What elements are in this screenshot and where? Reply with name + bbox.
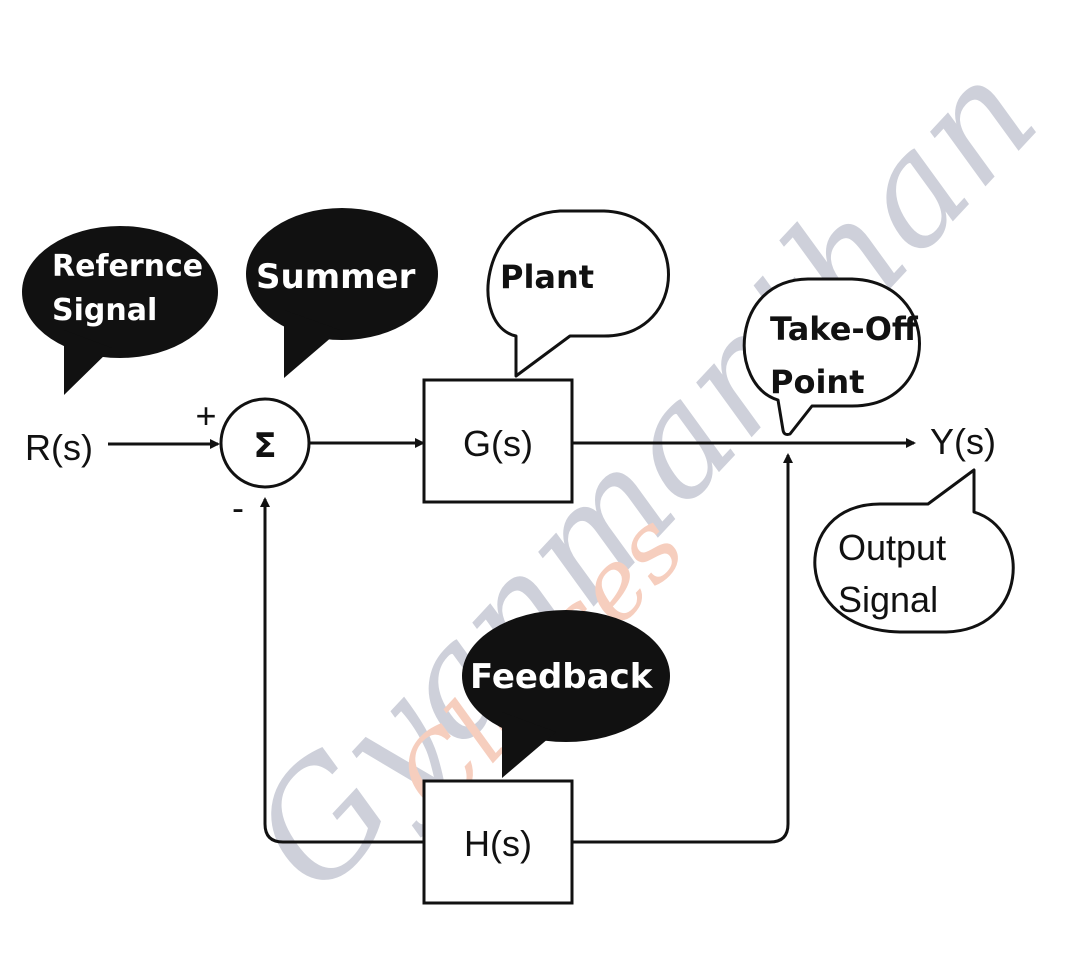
output-signal-label: Y(s) [930,421,996,462]
watermark: Gyanmanthan Classes [219,29,1070,924]
callout-summer: Summer [246,208,438,378]
callout-reference-line2: Signal [52,293,157,328]
callout-reference-signal: Refernce Signal [22,226,218,395]
callout-takeoff-point: Take-Off Point [742,277,921,436]
callout-summer-label: Summer [256,257,416,297]
callout-feedback-label: Feedback [470,657,654,697]
callout-output-signal: Output Signal [813,468,1015,634]
minus-sign: - [232,487,244,528]
input-signal-label: R(s) [25,427,93,468]
callout-takeoff-line1: Take-Off [770,310,919,348]
plus-sign: + [195,395,216,436]
feedback-label: H(s) [464,823,532,864]
callout-plant-label: Plant [500,258,594,296]
callout-plant: Plant [486,209,670,378]
callout-output-line1: Output [838,527,946,568]
summing-junction [219,397,311,489]
plant-label: G(s) [463,423,533,464]
plant-block [422,378,574,504]
watermark-text-main: Gyanmanthan [219,29,1070,924]
summer-symbol: Σ [253,426,276,466]
feedback-path-left [260,497,424,844]
feedback-block [422,779,574,905]
callout-output-line2: Signal [838,579,938,620]
signal-lines [108,438,916,844]
callout-reference-line1: Refernce [52,249,203,284]
feedback-path-right [572,453,793,844]
callout-feedback: Feedback [462,610,670,778]
callout-takeoff-line2: Point [770,363,864,401]
